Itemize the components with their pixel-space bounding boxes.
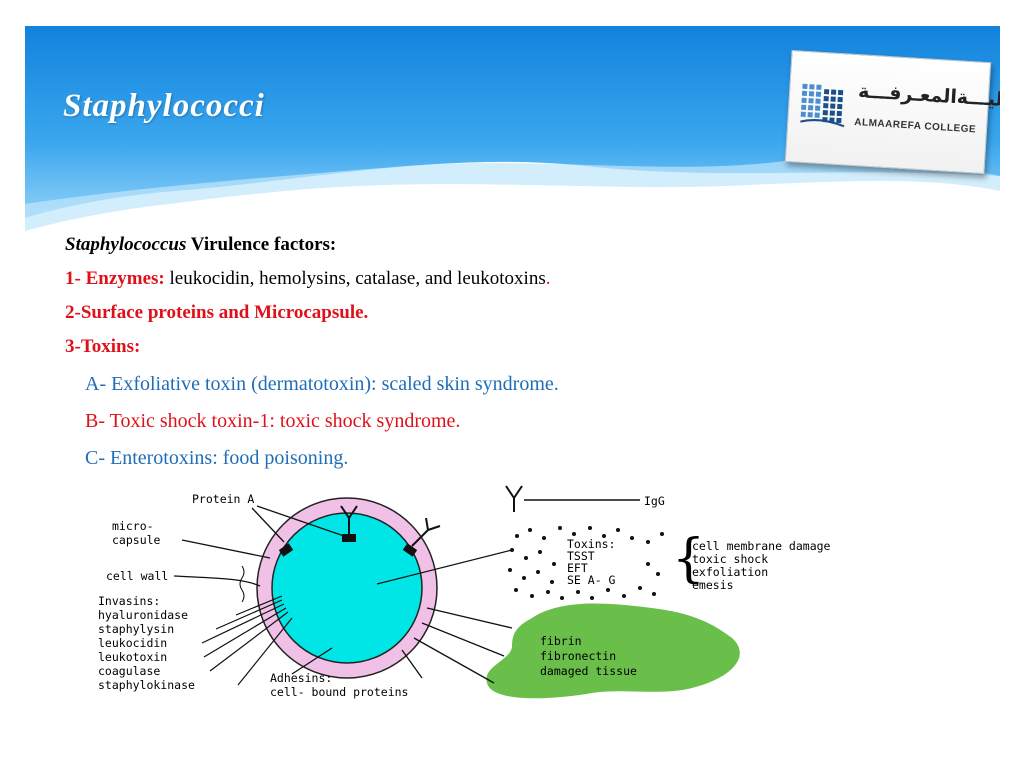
tissue-label-damaged: damaged tissue [540,664,637,678]
microcapsule-label-1: micro- [112,519,154,533]
item-enzymes-label: 1- Enzymes: [65,268,165,289]
adhesins-text: cell- bound proteins [270,685,408,699]
toxin-tsst: TSST [567,549,595,563]
item-enzymes-period: . [545,268,551,289]
invasin-staphylysin: staphylysin [98,622,174,636]
protein-a-markers [278,534,418,557]
cell-core [271,512,423,664]
tissue-label-fibronectin: fibronectin [540,649,616,663]
toxins-heading: Toxins: [567,537,615,551]
protein-a-arrow-1 [251,507,285,543]
toxin-a: A- Exfoliative toxin (dermatotoxin): sca… [85,373,559,395]
adhesins-heading: Adhesins: [270,671,332,685]
content-body: Staphylococcus Virulence factors: 1- Enz… [65,230,965,477]
adhesins-arrow [291,647,333,675]
item-toxins: 3-Toxins: [65,336,141,357]
tissue-label-fibrin: fibrin [540,634,582,648]
logo-english-text: ALMAAREFA COLLEGE [853,116,977,136]
protein-a-arrow-2 [256,505,345,537]
toxin-eft: EFT [567,561,588,575]
toxin-particles [508,526,664,600]
toxin-b: B- Toxic shock toxin-1: toxic shock synd… [85,410,461,432]
logo-arabic-text: كليـــةالمعـرفـــة [857,80,1000,112]
microcapsule-arrow [181,539,271,559]
slide-title: Staphylococci [63,88,265,124]
igg-antibodies [340,485,523,547]
college-logo: كليـــةالمعـرفـــة ALMAAREFA COLLEGE [784,49,1000,175]
item-enzymes-text: leukocidin, hemolysins, catalase, and le… [164,268,546,289]
heading-rest: Virulence factors: [186,234,337,255]
invasin-leukocidin: leukocidin [98,636,167,650]
effects-brace: { [672,529,705,589]
igg-label: IgG [644,494,665,508]
effect-exfoliation: exfoliation [692,565,768,579]
toxin-se: SE A- G [567,573,616,587]
virulence-diagram: fibrin fibronectin damaged tissue IgG Pr… [92,478,912,728]
header-background [25,26,1000,236]
invasin-leukotoxin: leukotoxin [98,650,167,664]
heading-genus: Staphylococcus [65,234,187,255]
item-enzymes: 1- Enzymes: leukocidin, hemolysins, cata… [65,264,965,298]
effect-emesis: emesis [692,578,734,592]
invasin-staphylokinase: staphylokinase [98,678,195,692]
invasin-coagulase: coagulase [98,664,160,678]
toxin-c: C- Enterotoxins: food poisoning. [85,447,349,469]
effect-toxic-shock: toxic shock [692,552,768,566]
invasins-heading: Invasins: [98,594,160,608]
tissue-binding-arrows [401,607,513,684]
protein-a-label: Protein A [192,492,254,506]
invasin-arrows [201,595,293,686]
item-surface-proteins: 2-Surface proteins and Microcapsule. [65,302,369,323]
toxin-release-arrow [376,549,513,585]
cell-wall-squiggle [239,565,245,603]
cell-wall-label: cell wall [106,569,168,583]
cell-wall-arrow [173,575,261,587]
invasin-hyaluronidase: hyaluronidase [98,608,188,622]
virulence-heading: Staphylococcus Virulence factors: [65,230,965,264]
effect-membrane-damage: cell membrane damage [692,539,831,553]
book-grid-icon [800,83,845,128]
microcapsule-label-2: capsule [112,533,161,547]
damaged-tissue-shape [486,603,740,699]
